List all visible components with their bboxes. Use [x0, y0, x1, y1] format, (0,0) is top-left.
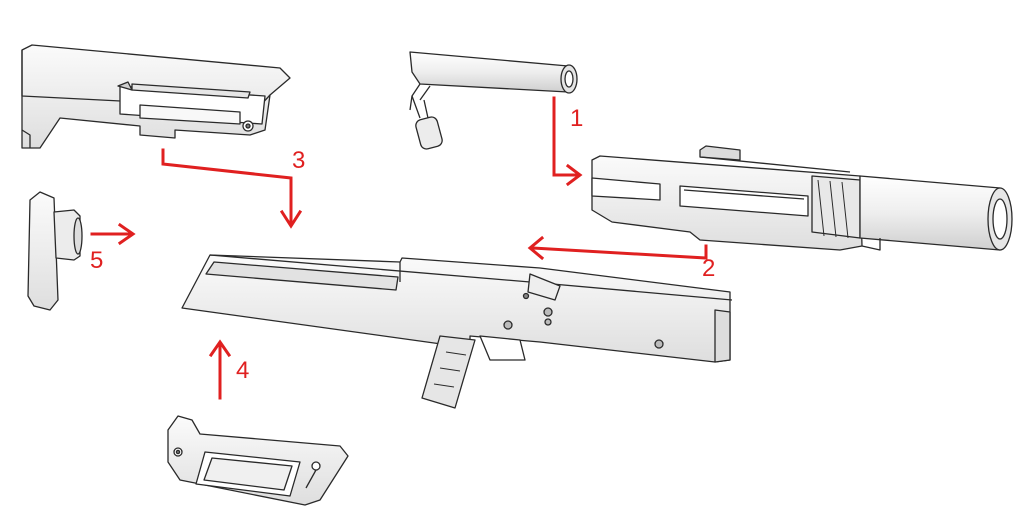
step-number-2: 2 — [702, 255, 715, 282]
cover-plate-part — [167, 415, 349, 506]
arrow-4-head — [208, 339, 232, 358]
arrow-5-head — [117, 222, 136, 246]
arrow-1-head — [565, 163, 583, 187]
receiver-part — [181, 254, 733, 409]
step-number-5: 5 — [90, 247, 103, 274]
arrow-2 — [530, 244, 708, 260]
step-number-4: 4 — [236, 357, 249, 384]
step-number-1: 1 — [570, 105, 583, 132]
arrow-1 — [552, 96, 580, 177]
stock-part — [21, 44, 291, 149]
arrow-3 — [161, 148, 293, 224]
arrows — [90, 96, 708, 400]
arrow-2-head — [527, 235, 545, 261]
step-number-3: 3 — [292, 147, 305, 174]
buffer-tube-part — [409, 51, 578, 150]
arrow-3-head — [279, 209, 303, 229]
butt-pad-part — [27, 191, 83, 311]
handguard-part — [591, 145, 1013, 251]
